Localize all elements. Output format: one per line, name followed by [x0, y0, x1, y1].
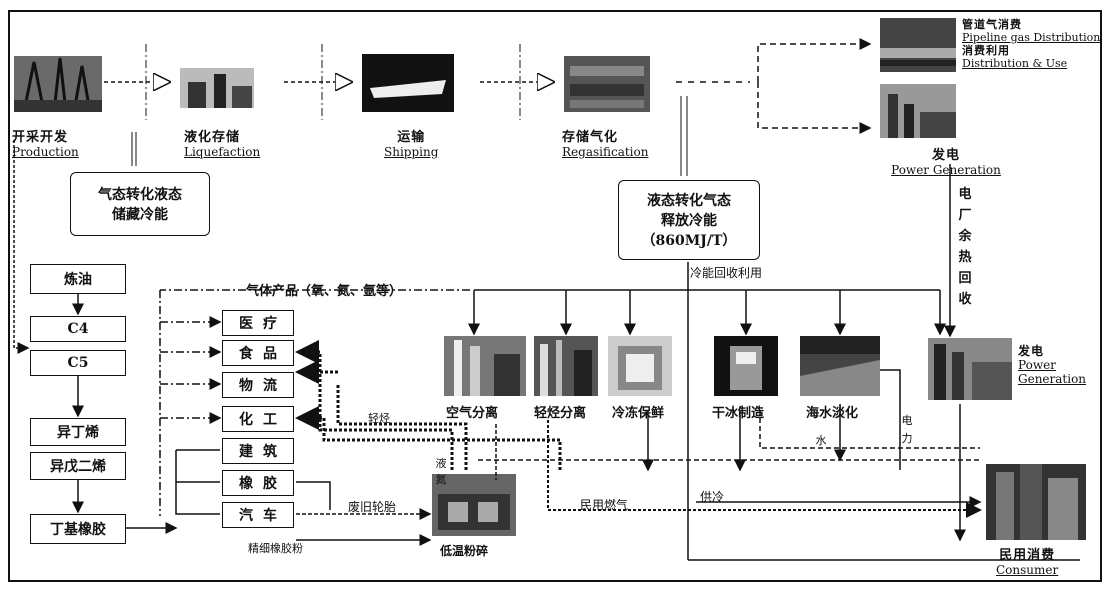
connector-lines: [0, 0, 1111, 591]
lng-cold-energy-diagram: { "chain": { "production": {"zh": "开采开发"…: [0, 0, 1111, 591]
